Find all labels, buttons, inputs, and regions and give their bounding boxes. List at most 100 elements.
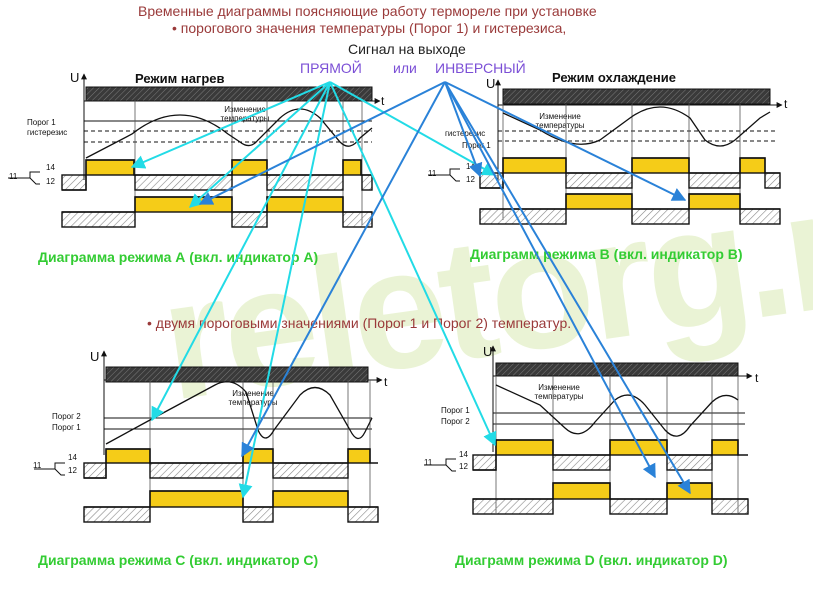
diagram-c-contact-symbol bbox=[34, 462, 65, 476]
diagram-b-relay-waveform bbox=[480, 157, 780, 189]
diagram-c-relay-segment bbox=[272, 462, 349, 479]
diagram-d-relay-segment bbox=[711, 498, 749, 515]
diagram-b-temp-change-2: температуры bbox=[535, 121, 585, 130]
inverse-signal-arrow bbox=[444, 81, 483, 178]
diagram-c-relay-segment bbox=[242, 506, 274, 523]
direct-signal-arrow bbox=[151, 81, 331, 422]
diagram-b-relay-segment bbox=[739, 208, 781, 225]
diagram-c-relay-segment bbox=[347, 506, 379, 523]
section-two-thresholds: • двумя пороговыми значениями (Порог 1 и… bbox=[147, 315, 572, 331]
diagram-d-temperature-curve bbox=[495, 384, 739, 437]
direct-signal-arrow bbox=[130, 81, 331, 169]
diagram-b-contact-symbol bbox=[428, 168, 460, 182]
diagram-d-contact-12: 12 bbox=[459, 462, 468, 471]
diagram-c-relay-segment bbox=[242, 448, 274, 464]
diagram-b-contact-12: 12 bbox=[466, 175, 475, 184]
diagram-c-relay-segment bbox=[149, 462, 244, 479]
diagram-a-contact-symbol bbox=[8, 171, 40, 185]
signal-direct-label: ПРЯМОЙ bbox=[300, 60, 362, 76]
diagram-c-relay-segment bbox=[272, 490, 349, 508]
diagram-b-supply-bar bbox=[502, 88, 771, 105]
diagram-a-gisterezis: гистерезис bbox=[27, 128, 68, 137]
diagram-d-temp-change-1: Изменение bbox=[538, 383, 580, 392]
direct-signal-arrow bbox=[329, 81, 497, 447]
diagram-c-relay-waveform bbox=[84, 448, 378, 479]
diagram-d-contact-14: 14 bbox=[459, 450, 468, 459]
diagram-b-contact-11: 11 bbox=[428, 169, 437, 178]
diagram-b-relay-segment bbox=[565, 172, 633, 189]
diagram-b-porog1: Порог 1 bbox=[462, 141, 491, 150]
diagram-a-contact-12: 12 bbox=[46, 177, 55, 186]
diagram-d-contact-symbol bbox=[424, 458, 456, 472]
diagram-c-temp-change-1: Изменение bbox=[232, 389, 274, 398]
diagram-d-relay-segment bbox=[609, 498, 668, 515]
diagram-c-porog1: Порог 1 bbox=[52, 423, 81, 432]
diagram-c-porog2: Порог 2 bbox=[52, 412, 81, 421]
diagram-b-temperature-curve bbox=[502, 106, 771, 147]
diagram-b-relay-segment bbox=[688, 193, 741, 210]
signal-or-label: или bbox=[393, 60, 417, 76]
inverse-signal-arrow bbox=[444, 81, 687, 201]
direct-signal-arrow bbox=[238, 81, 331, 499]
title-line-1: Временные диаграммы поясняющие работу те… bbox=[138, 3, 597, 19]
diagram-a-relay-waveform bbox=[62, 159, 372, 191]
diagram-a-u-label: U bbox=[70, 70, 80, 85]
caption-mode-c: Диаграмма режима С (вкл. индикатор С) bbox=[38, 552, 319, 568]
diagram-c bbox=[34, 350, 383, 523]
caption-mode-a: Диаграмма режима А (вкл. индикатор А) bbox=[38, 249, 319, 265]
diagram-b-relay-segment bbox=[502, 157, 567, 174]
diagram-a-relay-segment bbox=[231, 211, 268, 228]
diagram-a-relay-segment bbox=[85, 159, 135, 176]
diagram-b-relay-segment bbox=[688, 172, 741, 189]
diagram-b-u-label: U bbox=[486, 76, 496, 91]
diagram-c-relay-segment bbox=[149, 490, 244, 508]
diagram-c-contact-14: 14 bbox=[68, 453, 77, 462]
diagram-a-relay-segment bbox=[266, 174, 344, 191]
diagram-c-relay-segment bbox=[105, 448, 151, 464]
diagram-c-relay-waveform bbox=[84, 490, 378, 508]
diagram-c-relay-segment bbox=[83, 462, 107, 479]
diagram-a-relay-segment bbox=[61, 174, 87, 191]
inverse-signal-arrow bbox=[444, 81, 656, 479]
diagram-b-relay-segment bbox=[631, 208, 690, 225]
diagram-d-contact-11: 11 bbox=[424, 458, 433, 467]
diagram-c-temp-change-2: температуры bbox=[228, 398, 278, 407]
diagram-a-relay-segment bbox=[61, 211, 136, 228]
diagram-d-u-label: U bbox=[483, 344, 493, 359]
diagram-a-temp-change-1: Изменение bbox=[224, 105, 266, 114]
signal-output-label: Сигнал на выходе bbox=[348, 41, 466, 57]
diagram-c-u-label: U bbox=[90, 349, 100, 364]
diagram-d-relay-segment bbox=[472, 498, 554, 515]
diagram-c-relay-segment bbox=[347, 448, 371, 464]
diagram-d bbox=[424, 345, 753, 515]
diagram-b-relay-waveform bbox=[480, 193, 780, 210]
inverse-signal-arrow bbox=[198, 81, 446, 205]
diagram-d-relay-segment bbox=[552, 454, 611, 471]
mode-heating-title: Режим нагрев bbox=[135, 71, 225, 86]
diagram-d-temp-change-2: температуры bbox=[534, 392, 584, 401]
diagram-a-supply-bar bbox=[85, 86, 373, 102]
diagram-a-contact-11: 11 bbox=[9, 172, 18, 181]
caption-mode-d: Диаграмм режима D (вкл. индикатор D) bbox=[455, 552, 728, 568]
signal-inverse-label: ИНВЕРСНЫЙ bbox=[435, 60, 526, 76]
diagram-d-porog2: Порог 2 bbox=[441, 417, 470, 426]
diagram-d-porog1: Порог 1 bbox=[441, 406, 470, 415]
diagram-b-relay-segment bbox=[739, 157, 766, 174]
diagram-b-t-label: t bbox=[784, 97, 788, 111]
diagram-d-relay-waveform bbox=[473, 482, 748, 500]
diagram-d-relay-segment bbox=[472, 454, 497, 471]
diagram-b-temp-change-1: Изменение bbox=[539, 112, 581, 121]
diagram-d-relay-segment bbox=[711, 439, 739, 456]
diagram-c-contact-12: 12 bbox=[68, 466, 77, 475]
diagram-d-t-label: t bbox=[755, 371, 759, 385]
diagram-c-contact-11: 11 bbox=[33, 461, 42, 470]
diagram-b bbox=[428, 79, 783, 225]
diagram-a-relay-waveform bbox=[62, 196, 372, 213]
diagram-a-relay-segment bbox=[134, 196, 233, 213]
inverse-signal-arrow bbox=[444, 81, 691, 495]
direct-signal-arrow bbox=[188, 81, 331, 208]
title-line-2: • порогового значения температуры (Порог… bbox=[172, 20, 567, 36]
diagram-a-relay-segment bbox=[361, 174, 373, 191]
diagram-a-relay-segment bbox=[342, 159, 362, 176]
